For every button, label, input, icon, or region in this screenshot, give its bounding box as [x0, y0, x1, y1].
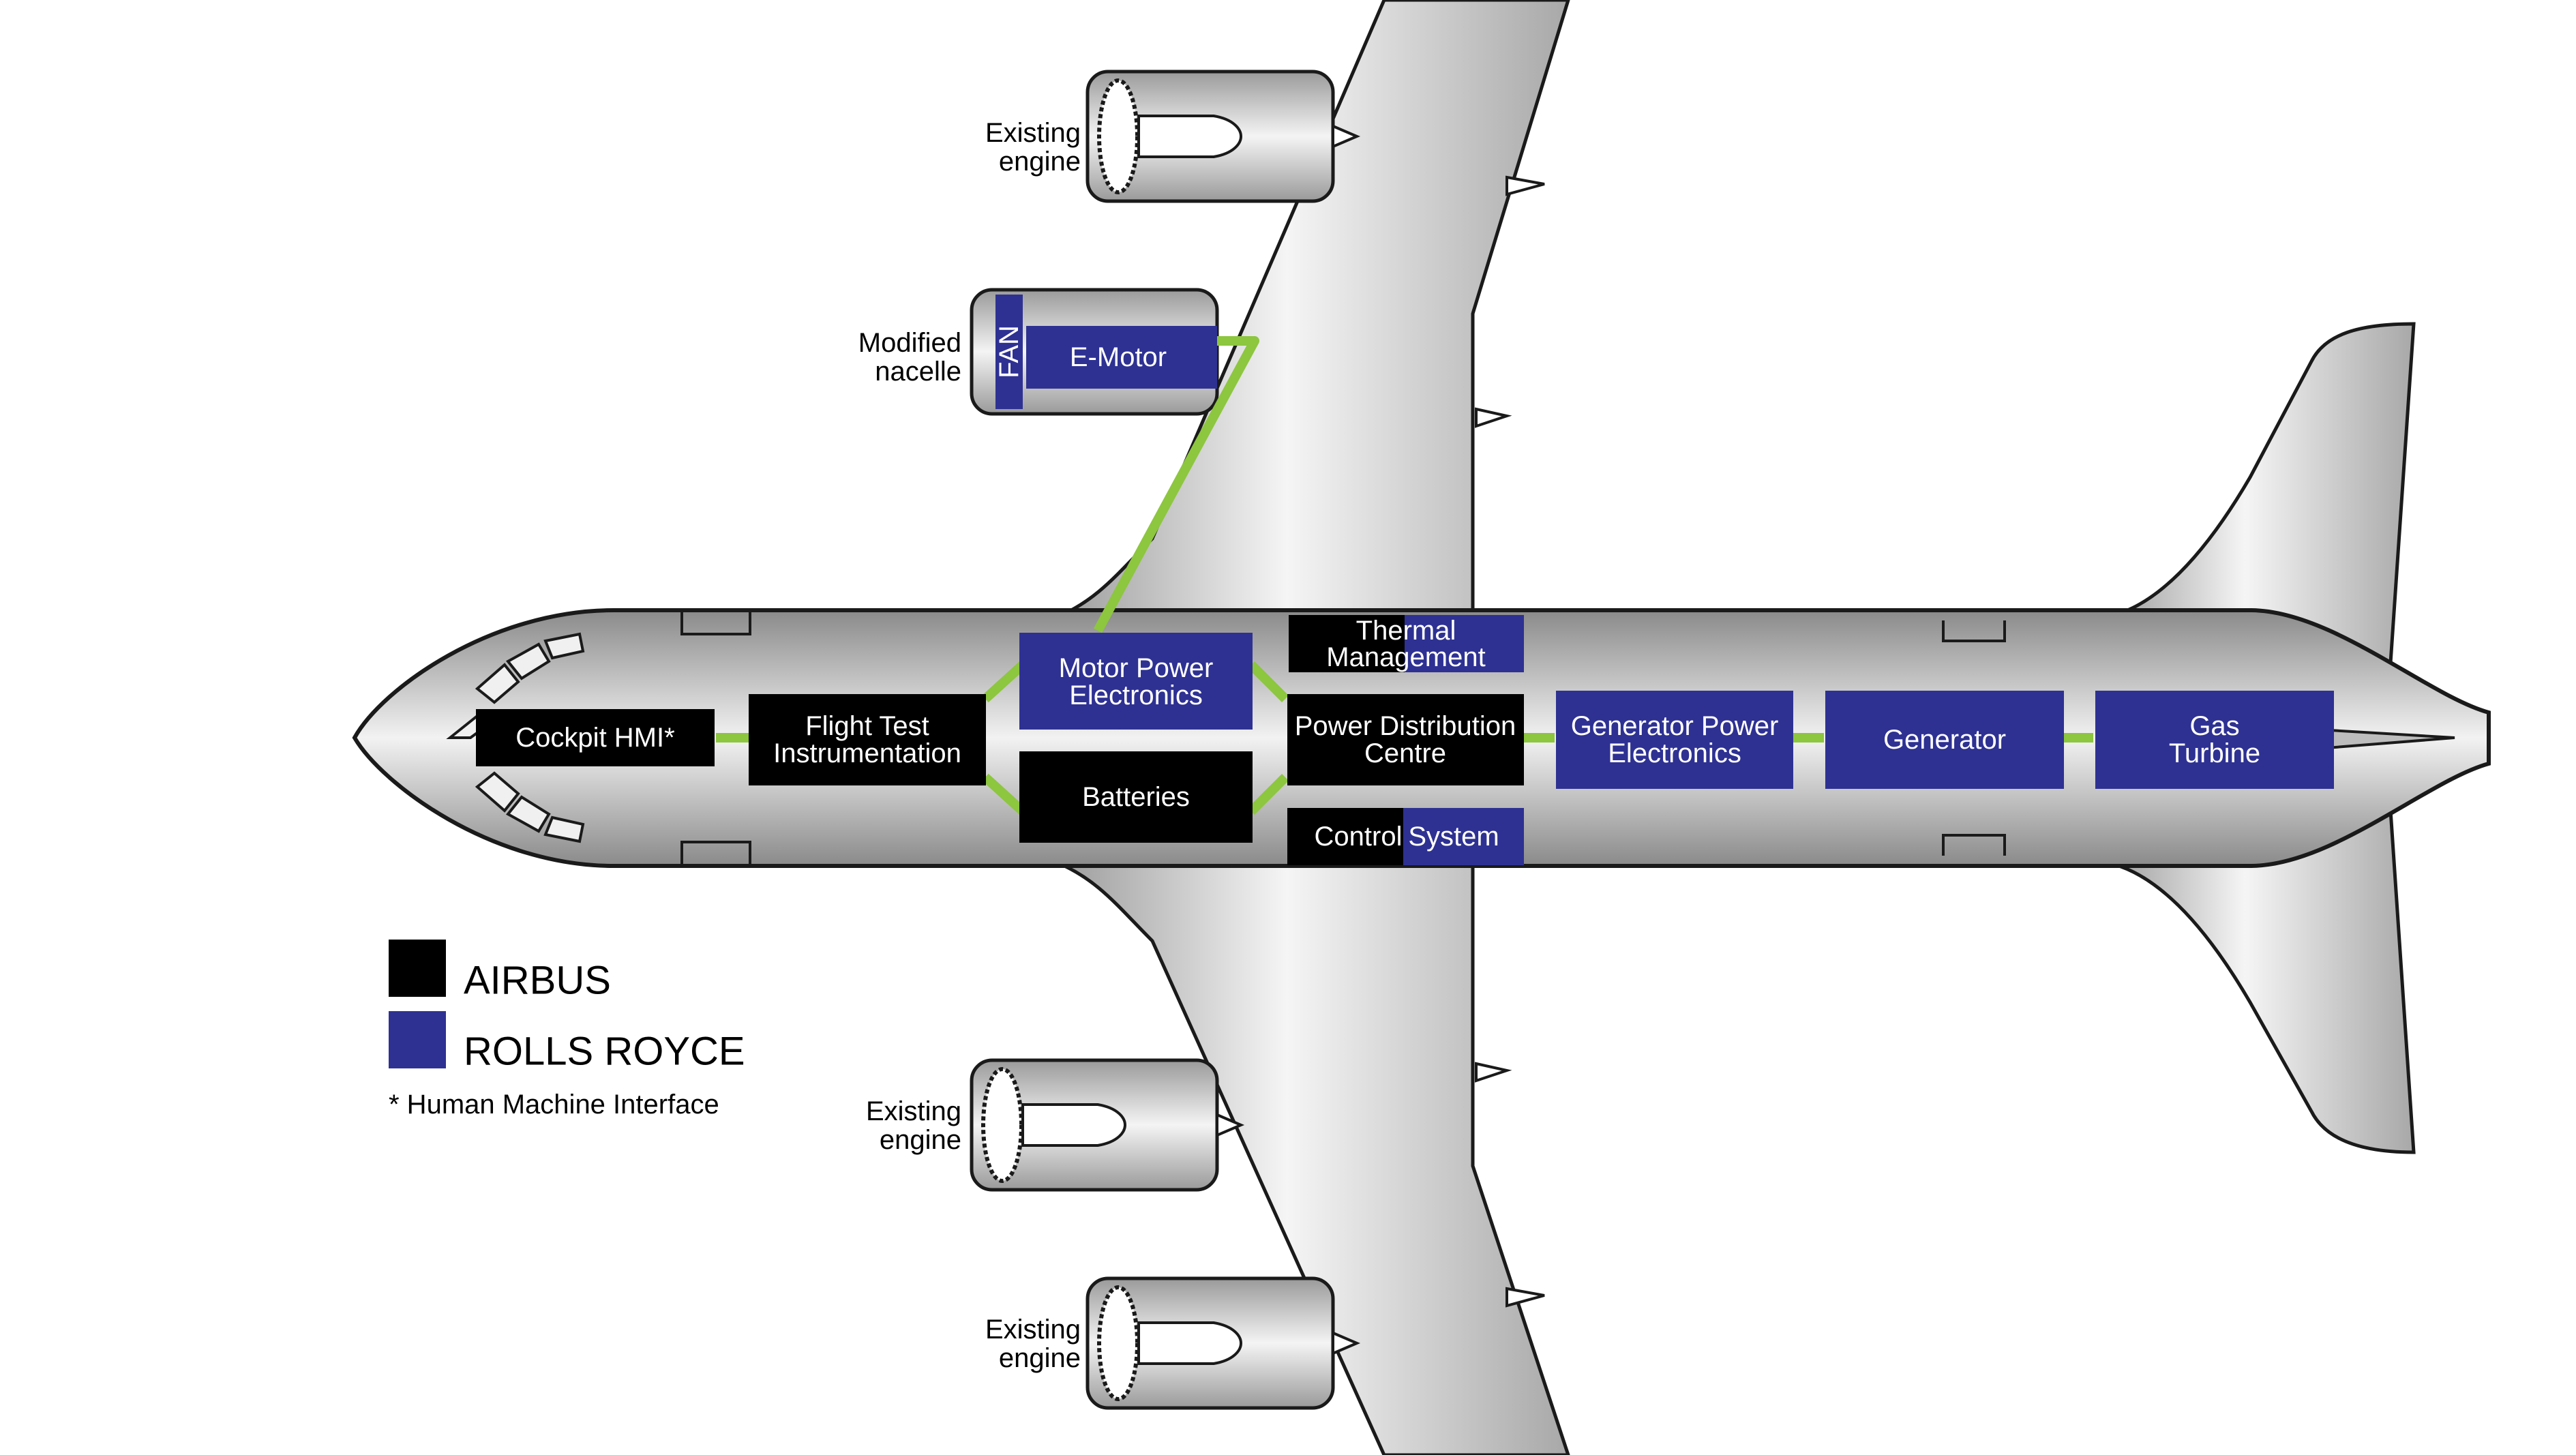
connector-emotor-to-motor-power: [1093, 336, 1259, 633]
generator-label: Generator: [1883, 725, 2006, 755]
gen-power-label-1: Generator Power: [1571, 711, 1779, 741]
batteries-label: Batteries: [1082, 782, 1190, 812]
engine-bottom-outer: [1085, 1276, 1361, 1410]
flight-test-label-2: Instrumentation: [773, 738, 961, 768]
thermal-label-2: Management: [1326, 642, 1485, 672]
lower-wing: [1056, 860, 1570, 1455]
block-power-distribution-centre: Power Distribution Centre: [1287, 694, 1524, 785]
block-motor-power-electronics: Motor Power Electronics: [1019, 633, 1253, 730]
gas-turbine-label-2: Turbine: [2169, 738, 2260, 768]
upper-wing: [1056, 0, 1570, 619]
engine-label-bottom-inner-1: Existing: [866, 1096, 961, 1126]
emotor-label: E-Motor: [1070, 342, 1167, 372]
engine-top-inner-modified-nacelle: [970, 288, 1219, 416]
fan-block: [995, 295, 1023, 409]
thermal-label-1: Thermal: [1356, 616, 1456, 646]
legend-label-rolls-royce: ROLLS ROYCE: [464, 1030, 745, 1074]
engine-bottom-inner: [970, 1058, 1245, 1192]
engine-label-bottom-outer-1: Existing: [985, 1315, 1081, 1345]
block-cockpit-hmi: Cockpit HMI*: [476, 709, 715, 766]
engine-top-outer: [1085, 70, 1361, 203]
gas-turbine-label-1: Gas: [2189, 711, 2239, 741]
power-connectors: [716, 336, 2093, 815]
legend: AIRBUS ROLLS ROYCE * Human Machine Inter…: [389, 940, 745, 1120]
legend-footnote: * Human Machine Interface: [389, 1090, 719, 1120]
legend-swatch-rolls-royce: [389, 1011, 446, 1068]
block-control-system: Control System: [1287, 808, 1524, 865]
motor-power-label-2: Electronics: [1069, 680, 1203, 710]
legend-swatch-airbus: [389, 940, 446, 997]
control-label-a: Control: [1315, 822, 1403, 852]
engine-label-bottom-outer-2: engine: [999, 1343, 1081, 1373]
engine-label-bottom-inner-2: engine: [880, 1125, 961, 1155]
engine-label-top-outer-1: Existing: [985, 118, 1081, 148]
emotor-block: [1026, 326, 1217, 389]
block-thermal-management: Thermal Management: [1289, 615, 1524, 672]
fuselage-doors: [680, 612, 2006, 864]
engine-label-top-outer-2: engine: [999, 147, 1081, 177]
legend-label-airbus: AIRBUS: [464, 959, 611, 1003]
engine-label-top-inner-2: nacelle: [875, 357, 961, 387]
fan-label: FAN: [994, 325, 1024, 378]
block-flight-test-instrumentation: Flight Test Instrumentation: [749, 694, 986, 785]
block-generator: Generator: [1825, 691, 2064, 789]
block-batteries: Batteries: [1019, 751, 1253, 843]
connector-flighttest-batteries: [982, 773, 1026, 815]
cockpit-hmi-label: Cockpit HMI*: [515, 723, 674, 753]
pylons: [1475, 175, 1545, 1308]
engine-label-top-inner-1: Modified: [858, 328, 961, 358]
connector-batteries-pdc: [1248, 774, 1289, 815]
connector-flighttest-motorpower: [982, 661, 1026, 703]
control-label-b: System: [1408, 822, 1499, 852]
gen-power-label-2: Electronics: [1608, 738, 1741, 768]
motor-power-label-1: Motor Power: [1059, 653, 1214, 683]
block-generator-power-electronics: Generator Power Electronics: [1556, 691, 1793, 789]
pdc-label-2: Centre: [1364, 738, 1446, 768]
flight-test-label-1: Flight Test: [805, 711, 929, 741]
connector-motorpower-pdc: [1248, 661, 1289, 702]
pdc-label-1: Power Distribution: [1295, 711, 1516, 741]
block-gas-turbine: Gas Turbine: [2095, 691, 2334, 789]
